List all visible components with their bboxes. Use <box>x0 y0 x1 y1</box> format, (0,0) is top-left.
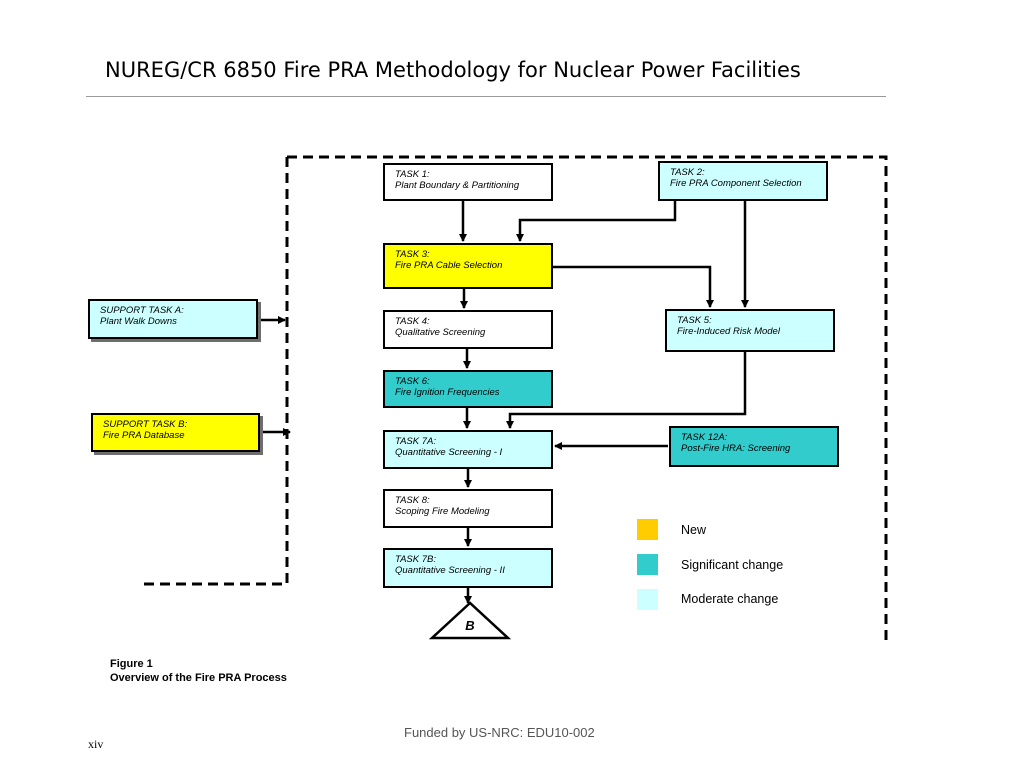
task12a-desc: Post-Fire HRA: Screening <box>681 443 791 454</box>
arrow-task2-task3 <box>516 201 677 242</box>
task7a-desc: Quantitative Screening - I <box>395 447 503 458</box>
task8-label: TASK 8: <box>395 495 430 506</box>
task7a-label: TASK 7A: <box>395 436 437 447</box>
task12a-label: TASK 12A: <box>681 432 728 443</box>
task1-label: TASK 1: <box>395 169 430 180</box>
task7b-desc: Quantitative Screening - II <box>395 565 505 576</box>
dashed-boundary <box>287 155 888 640</box>
task3-label: TASK 3: <box>395 249 430 260</box>
support-task-b-box: SUPPORT TASK B: Fire PRA Database <box>91 413 260 452</box>
support-task-a-desc: Plant Walk Downs <box>100 316 177 327</box>
task5-desc: Fire-Induced Risk Model <box>677 326 780 337</box>
offpage-connector-label: B <box>465 618 475 633</box>
dashed-boundary-left <box>138 157 289 586</box>
task3-box: TASK 3: Fire PRA Cable Selection <box>383 243 553 289</box>
support-task-a-box: SUPPORT TASK A: Plant Walk Downs <box>88 299 258 339</box>
task4-box: TASK 4: Qualitative Screening <box>383 310 553 349</box>
task6-label: TASK 6: <box>395 376 430 387</box>
legend-swatch-new <box>637 519 658 540</box>
page-number: xiv <box>88 737 104 751</box>
figure-number: Figure 1 <box>110 658 153 670</box>
task6-desc: Fire Ignition Frequencies <box>395 387 500 398</box>
task4-label: TASK 4: <box>395 316 430 327</box>
task8-desc: Scoping Fire Modeling <box>395 506 490 517</box>
task5-label: TASK 5: <box>677 315 712 326</box>
task5-box: TASK 5: Fire-Induced Risk Model <box>665 309 835 352</box>
task4-desc: Qualitative Screening <box>395 327 486 338</box>
task7b-label: TASK 7B: <box>395 554 437 565</box>
support-task-b-desc: Fire PRA Database <box>103 430 185 441</box>
slide-title: NUREG/CR 6850 Fire PRA Methodology for N… <box>105 58 801 82</box>
legend-label-significant: Significant change <box>681 558 784 572</box>
task2-label: TASK 2: <box>670 167 705 178</box>
arrow-task5-task7a <box>506 352 747 429</box>
support-task-b-label: SUPPORT TASK B: <box>103 419 188 430</box>
task8-box: TASK 8: Scoping Fire Modeling <box>383 489 553 528</box>
task2-desc: Fire PRA Component Selection <box>670 178 802 189</box>
task1-box: TASK 1: Plant Boundary & Partitioning <box>383 163 553 201</box>
support-task-a-label: SUPPORT TASK A: <box>100 305 184 316</box>
arrow-task3-task5 <box>553 265 714 308</box>
figure-caption: Figure 1 Overview of the Fire PRA Proces… <box>110 657 287 685</box>
task2-box: TASK 2: Fire PRA Component Selection <box>658 161 828 201</box>
legend-swatch-significant <box>637 554 658 575</box>
footer-funding: Funded by US-NRC: EDU10-002 <box>404 725 595 740</box>
task3-desc: Fire PRA Cable Selection <box>395 260 503 271</box>
task1-desc: Plant Boundary & Partitioning <box>395 180 520 191</box>
legend-swatch-moderate <box>637 589 658 610</box>
legend-label-new: New <box>681 523 707 537</box>
task7a-box: TASK 7A: Quantitative Screening - I <box>383 430 553 469</box>
task12a-box: TASK 12A: Post-Fire HRA: Screening <box>669 426 839 467</box>
figure-title: Overview of the Fire PRA Process <box>110 672 287 684</box>
task7b-box: TASK 7B: Quantitative Screening - II <box>383 548 553 588</box>
task6-box: TASK 6: Fire Ignition Frequencies <box>383 370 553 408</box>
title-divider <box>86 96 886 97</box>
legend-label-moderate: Moderate change <box>681 592 779 606</box>
offpage-connector-b <box>428 601 512 640</box>
